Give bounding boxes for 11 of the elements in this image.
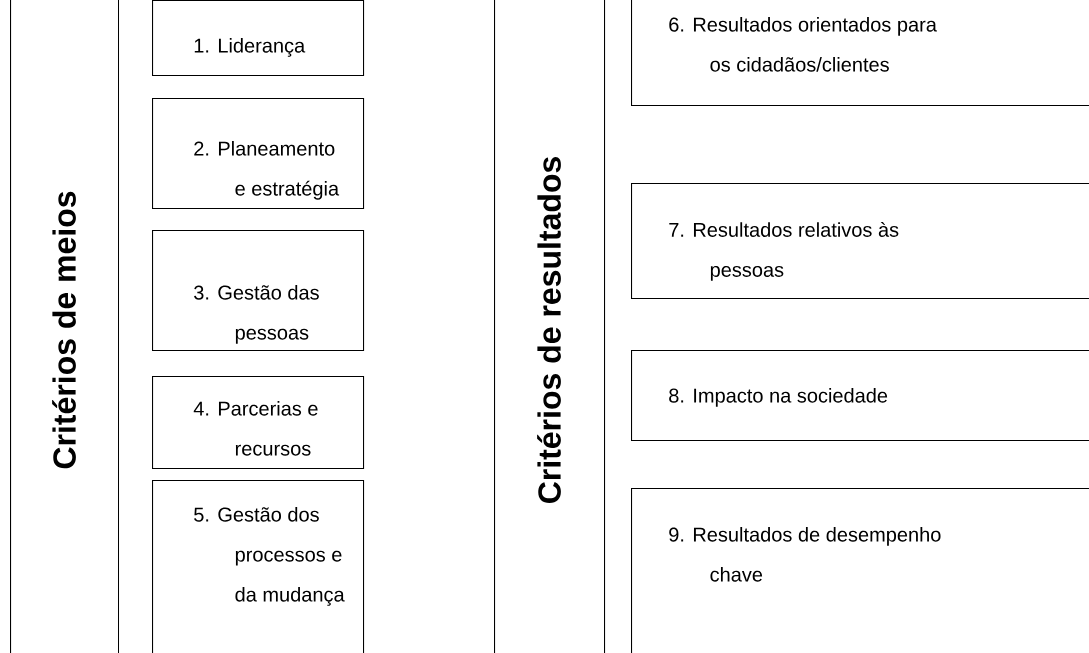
- criterion-box: 6. Resultados orientados para os cidadãos/clientes: [631, 0, 1089, 107]
- criterion-box: 3. Gestão das pessoas: [152, 230, 365, 352]
- criterion-box: 8. Impacto na sociedade: [631, 350, 1089, 442]
- criterion-box: 5. Gestão dos processos e da mudança: [152, 480, 365, 653]
- criterion-box: 9. Resultados de desempenho chave: [631, 488, 1089, 653]
- criterion-box: 1. Liderança: [152, 0, 365, 77]
- vertical-band: Critérios de meios: [10, 0, 120, 653]
- criterion-box: 2. Planeamento e estratégia: [152, 98, 365, 210]
- criterion-box: 7. Resultados relativos às pessoas: [631, 183, 1089, 300]
- vertical-band: Critérios de resultados: [494, 0, 606, 653]
- criterion-box: 4. Parcerias e recursos: [152, 376, 365, 470]
